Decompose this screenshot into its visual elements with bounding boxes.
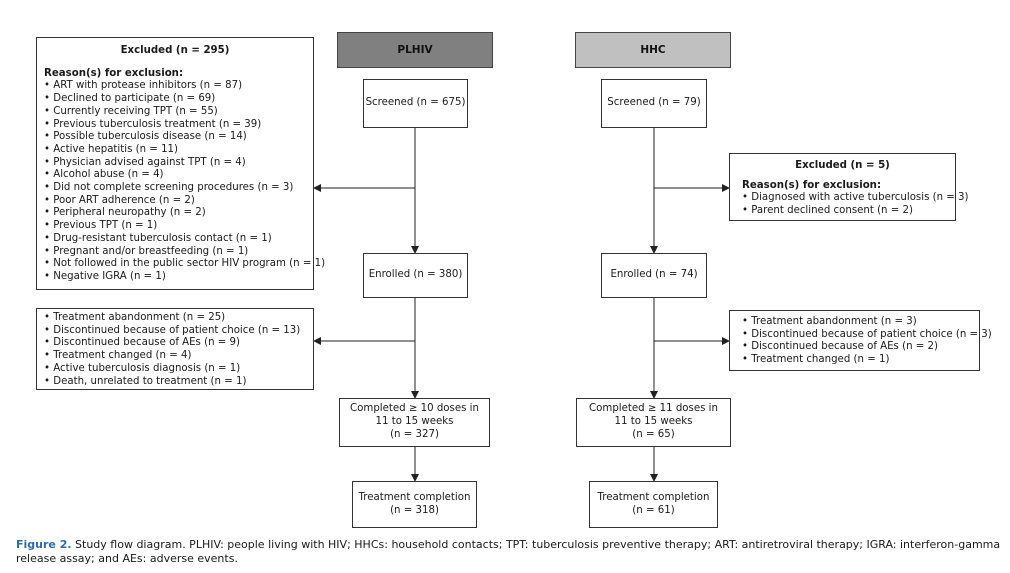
plhiv-enrolled-text: Enrolled (n = 380) <box>368 269 463 281</box>
list-item: Discontinued because of AEs (n = 9) <box>44 337 313 350</box>
plhiv-screened-text: Screened (n = 675) <box>365 97 466 109</box>
plhiv-completed-box: Completed ≥ 10 doses in 11 to 15 weeks (… <box>339 398 490 447</box>
plhiv-enrolled-box: Enrolled (n = 380) <box>363 253 468 298</box>
list-item: Previous tuberculosis treatment (n = 39) <box>44 119 313 132</box>
figure-caption: Figure 2. Study flow diagram. PLHIV: peo… <box>16 538 1001 566</box>
hhc-excluded-title: Excluded (n = 5) <box>795 160 890 171</box>
list-item: Treatment abandonment (n = 3) <box>742 316 979 329</box>
hhc-screened-text: Screened (n = 79) <box>607 97 701 109</box>
hhc-treatment-completion-line2: (n = 61) <box>632 504 675 516</box>
list-item: Negative IGRA (n = 1) <box>44 271 313 284</box>
list-item: Discontinued because of AEs (n = 2) <box>742 341 979 354</box>
plhiv-excluded-list: ART with protease inhibitors (n = 87) De… <box>44 80 325 284</box>
hhc-excluded-box: Excluded (n = 5) Reason(s) for exclusion… <box>729 153 969 221</box>
plhiv-completed-line3: (n = 327) <box>390 428 439 440</box>
hhc-excluded-list: Diagnosed with active tuberculosis (n = … <box>742 192 968 218</box>
hhc-enrolled-box: Enrolled (n = 74) <box>601 253 707 298</box>
list-item: Treatment changed (n = 1) <box>742 354 979 367</box>
hhc-discontinued-list: Treatment abandonment (n = 3) Discontinu… <box>742 316 992 367</box>
plhiv-completed-line2: 11 to 15 weeks <box>375 416 454 428</box>
figure-caption-text: Study flow diagram. PLHIV: people living… <box>16 538 1001 565</box>
hhc-excluded-reasons-title: Reason(s) for exclusion: <box>742 179 882 191</box>
plhiv-completed-line1: Completed ≥ 10 doses in <box>350 403 479 415</box>
list-item: Active tuberculosis diagnosis (n = 1) <box>44 363 313 376</box>
list-item: Previous TPT (n = 1) <box>44 220 313 233</box>
hhc-discontinued-box: Treatment abandonment (n = 3) Discontinu… <box>729 310 992 371</box>
list-item: Currently receiving TPT (n = 55) <box>44 106 313 119</box>
list-item: Parent declined consent (n = 2) <box>742 205 955 218</box>
list-item: ART with protease inhibitors (n = 87) <box>44 80 313 93</box>
list-item: Death, unrelated to treatment (n = 1) <box>44 376 313 389</box>
plhiv-treatment-completion-box: Treatment completion (n = 318) <box>352 481 477 528</box>
hhc-enrolled-text: Enrolled (n = 74) <box>610 269 698 281</box>
list-item: Treatment changed (n = 4) <box>44 350 313 363</box>
list-item: Peripheral neuropathy (n = 2) <box>44 207 313 220</box>
list-item: Did not complete screening procedures (n… <box>44 182 313 195</box>
plhiv-excluded-reasons-title: Reason(s) for exclusion: <box>44 67 184 79</box>
hhc-completed-line1: Completed ≥ 11 doses in <box>589 403 718 415</box>
plhiv-excluded-title: Excluded (n = 295) <box>120 45 230 56</box>
plhiv-treatment-completion-line2: (n = 318) <box>390 504 439 516</box>
list-item: Discontinued because of patient choice (… <box>742 329 992 342</box>
figure-caption-label: Figure 2. <box>16 538 72 551</box>
list-item: Pregnant and/or breastfeeding (n = 1) <box>44 246 313 259</box>
plhiv-treatment-completion-line1: Treatment completion <box>358 491 471 503</box>
list-item: Drug-resistant tuberculosis contact (n =… <box>44 233 313 246</box>
hhc-treatment-completion-line1: Treatment completion <box>597 491 710 503</box>
hhc-header: HHC <box>575 32 731 68</box>
plhiv-discontinued-list: Treatment abandonment (n = 25) Discontin… <box>44 312 313 388</box>
list-item: Declined to participate (n = 69) <box>44 93 313 106</box>
plhiv-excluded-box: Excluded (n = 295) Reason(s) for exclusi… <box>36 37 325 290</box>
hhc-screened-box: Screened (n = 79) <box>601 79 707 128</box>
hhc-completed-box: Completed ≥ 11 doses in 11 to 15 weeks (… <box>576 398 731 447</box>
list-item: Diagnosed with active tuberculosis (n = … <box>742 192 968 205</box>
hhc-completed-line3: (n = 65) <box>632 428 675 440</box>
plhiv-discontinued-box: Treatment abandonment (n = 25) Discontin… <box>36 308 314 390</box>
plhiv-screened-box: Screened (n = 675) <box>363 79 468 128</box>
list-item: Alcohol abuse (n = 4) <box>44 169 313 182</box>
plhiv-header: PLHIV <box>337 32 493 68</box>
hhc-completed-line2: 11 to 15 weeks <box>614 416 693 428</box>
list-item: Active hepatitis (n = 11) <box>44 144 313 157</box>
list-item: Possible tuberculosis disease (n = 14) <box>44 131 313 144</box>
list-item: Treatment abandonment (n = 25) <box>44 312 313 325</box>
list-item: Poor ART adherence (n = 2) <box>44 195 313 208</box>
list-item: Not followed in the public sector HIV pr… <box>44 258 325 271</box>
list-item: Discontinued because of patient choice (… <box>44 325 313 338</box>
hhc-treatment-completion-box: Treatment completion (n = 61) <box>589 481 718 528</box>
list-item: Physician advised against TPT (n = 4) <box>44 157 313 170</box>
